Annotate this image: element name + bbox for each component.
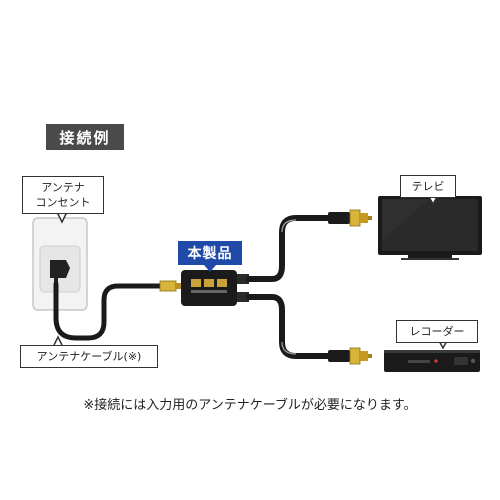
cable-highlights xyxy=(281,219,297,355)
outlet-label-line2: コンセント xyxy=(35,196,91,209)
splitter-icon xyxy=(181,270,249,306)
f-connector-icon xyxy=(159,280,181,292)
f-connector-icon xyxy=(328,347,372,365)
f-connector-icon xyxy=(328,209,372,227)
output-cables xyxy=(246,215,333,359)
wall-outlet-icon xyxy=(32,217,88,311)
outlet-label-line1: アンテナ xyxy=(41,181,85,194)
tv-icon xyxy=(378,196,482,260)
section-title: 接続例 xyxy=(46,124,124,150)
recorder-icon xyxy=(384,350,480,372)
antenna-cable xyxy=(53,281,171,341)
recorder-label: レコーダー xyxy=(396,320,478,343)
cable-label: アンテナケーブル(※) xyxy=(20,345,158,368)
product-label: 本製品 xyxy=(178,241,242,272)
tv-label: テレビ xyxy=(400,175,456,198)
outlet-callout: アンテナ コンセント xyxy=(22,176,104,214)
footnote: ※接続には入力用のアンテナケーブルが必要になります。 xyxy=(83,398,417,413)
